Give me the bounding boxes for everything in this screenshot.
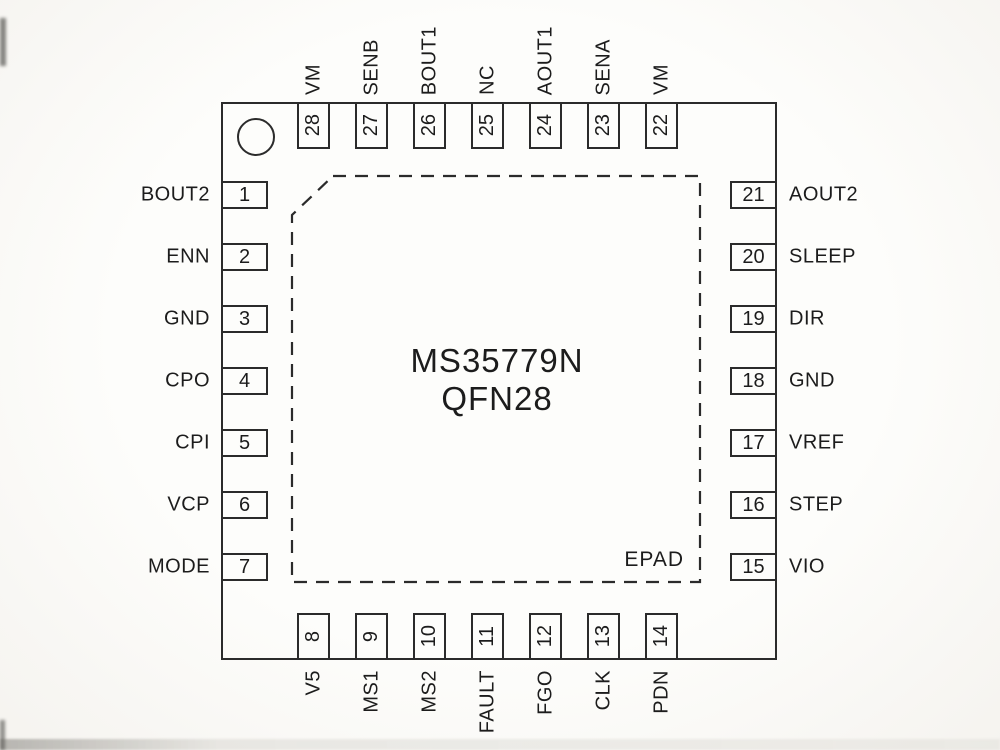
pin-number: 21	[742, 183, 765, 206]
pin-pad-18: 18 GND	[730, 367, 834, 395]
pin-label: STEP	[789, 493, 844, 516]
pin-number: 4	[238, 369, 251, 392]
chip-title: MS35779N QFN28	[347, 342, 647, 418]
pin-pad-1: 1 BOUT2	[141, 181, 268, 209]
pin-number: 17	[742, 431, 765, 454]
pin-label: AOUT1	[534, 25, 556, 95]
pin-pad-2: 2 ENN	[166, 243, 268, 271]
pin-number: 28	[302, 114, 324, 137]
pin-number: 7	[238, 555, 251, 578]
pin-label: FAULT	[476, 670, 498, 734]
pin-label: CLK	[592, 670, 614, 711]
pin-pad-8: 8 V5	[297, 613, 330, 695]
pin-pad-11: 11 FAULT	[471, 613, 504, 733]
pin-pad-20: 20 SLEEP	[730, 243, 855, 271]
pin-pad-24: 24 AOUT1	[529, 26, 562, 149]
pin-pad-16: 16 STEP	[730, 491, 843, 519]
pin-number: 24	[534, 114, 556, 137]
pin-pad-23: 23 SENA	[587, 39, 620, 149]
pin-number: 8	[302, 630, 324, 643]
pin-row-bottom: 8 V5 9 MS1 10 MS2 11 FAULT 12 FGO 13 CLK…	[297, 613, 678, 733]
pin-label: FGO	[534, 670, 556, 715]
epad-label: EPAD	[624, 548, 684, 571]
pin-pad-22: 22 VM	[645, 64, 678, 149]
pin-label: VM	[650, 64, 672, 95]
pin-label: GND	[789, 369, 835, 392]
pin-pad-3: 3 GND	[164, 305, 268, 333]
pin-label: BOUT1	[418, 25, 440, 95]
pin-label: NC	[476, 65, 498, 95]
pin-label: GND	[164, 307, 210, 330]
pin-label: MODE	[148, 555, 210, 578]
pin-pad-28: 28 VM	[297, 64, 330, 149]
pin-pad-25: 25 NC	[471, 65, 504, 149]
pin-label: PDN	[650, 670, 672, 714]
pin-row-top: 28 VM 27 SENB 26 BOUT1 25 NC 24 AOUT1 23…	[297, 26, 678, 149]
pin-pad-6: 6 VCP	[167, 491, 268, 519]
scan-artifact	[0, 18, 6, 66]
pin-number: 5	[238, 431, 251, 454]
pin-pad-9: 9 MS1	[355, 613, 388, 713]
scan-artifact	[0, 720, 5, 750]
pin-number: 2	[238, 245, 251, 268]
pin-number: 11	[476, 626, 498, 647]
pin-label: BOUT2	[140, 183, 210, 206]
pin-label: DIR	[789, 307, 825, 330]
pin-number: 27	[360, 114, 382, 137]
pin-label: VREF	[789, 431, 845, 454]
pin-number: 9	[360, 630, 382, 643]
pin-pad-17: 17 VREF	[730, 429, 844, 457]
pin-1-indicator-circle-icon	[237, 118, 275, 156]
pin-column-right: 21 AOUT2 20 SLEEP 19 DIR 18 GND 17 VREF …	[730, 181, 858, 581]
pin-pad-21: 21 AOUT2	[730, 181, 858, 209]
pin-column-left: 1 BOUT2 2 ENN 3 GND 4 CPO 5 CPI 6 VCP 7 …	[141, 181, 268, 581]
pin-label: CPI	[175, 431, 210, 454]
pin-number: 15	[742, 555, 765, 578]
pin-label: CPO	[165, 369, 210, 392]
part-number: MS35779N	[410, 342, 584, 379]
pin-number: 26	[418, 114, 440, 137]
pin-pad-5: 5 CPI	[175, 429, 268, 457]
pin-number: 22	[650, 114, 672, 137]
pin-pad-10: 10 MS2	[413, 613, 446, 713]
pin-number: 12	[534, 625, 556, 648]
pin-pad-13: 13 CLK	[587, 613, 620, 710]
scan-artifact-band	[0, 739, 1000, 750]
pin-number: 13	[592, 625, 614, 648]
pin-label: VCP	[167, 493, 210, 516]
pin-number: 25	[476, 114, 498, 137]
pin-label: ENN	[166, 245, 210, 268]
pin-label: MS1	[360, 670, 382, 713]
pin-number: 3	[238, 307, 251, 330]
pin-label: SLEEP	[789, 245, 856, 268]
pin-pad-4: 4 CPO	[165, 367, 268, 395]
pin-label: AOUT2	[789, 183, 859, 206]
pin-pad-26: 26 BOUT1	[413, 26, 446, 149]
pin-pad-19: 19 DIR	[730, 305, 824, 333]
pin-number: 23	[592, 114, 614, 137]
pin-number: 16	[742, 493, 765, 516]
pin-pad-7: 7 MODE	[148, 553, 268, 581]
pin-number: 18	[742, 369, 765, 392]
pin-number: 1	[238, 183, 251, 206]
pin-number: 14	[650, 625, 672, 648]
pin-label: V5	[302, 670, 324, 696]
pin-label: SENA	[592, 38, 614, 95]
pin-pad-27: 27 SENB	[355, 39, 388, 149]
pin-label: MS2	[418, 670, 440, 713]
pin-label: VM	[302, 64, 324, 95]
pin-number: 19	[742, 307, 765, 330]
pin-pad-14: 14 PDN	[645, 613, 678, 714]
pin-number: 10	[418, 625, 440, 648]
pin-number: 6	[238, 493, 251, 516]
pin-number: 20	[742, 245, 765, 268]
pin-label: SENB	[360, 38, 382, 95]
package-name: QFN28	[441, 380, 553, 417]
pin-pad-12: 12 FGO	[529, 613, 562, 715]
pin-label: VIO	[789, 555, 825, 578]
pin-pad-15: 15 VIO	[730, 553, 824, 581]
